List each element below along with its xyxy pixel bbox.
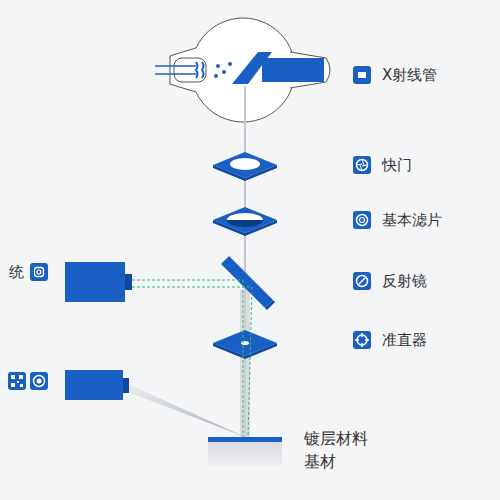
xray-tube bbox=[155, 18, 330, 122]
detector bbox=[65, 370, 245, 437]
filter bbox=[213, 207, 277, 236]
part-label: 基本滤片 bbox=[382, 211, 442, 229]
camera bbox=[65, 262, 252, 437]
part-label: 准直器 bbox=[382, 331, 427, 349]
collimator bbox=[213, 330, 277, 359]
legend-icons bbox=[353, 66, 371, 349]
part-label: X射线管 bbox=[382, 66, 437, 84]
part-label: 反射镜 bbox=[382, 272, 427, 290]
mirror bbox=[221, 256, 275, 310]
part-label: 快门 bbox=[382, 156, 412, 174]
sample-label: 基材 bbox=[304, 453, 336, 471]
side-icons bbox=[8, 263, 48, 390]
camera-label: 统 bbox=[9, 263, 24, 281]
sample bbox=[208, 437, 282, 466]
sample-label: 镀层材料 bbox=[304, 430, 368, 448]
shutter bbox=[213, 152, 277, 181]
